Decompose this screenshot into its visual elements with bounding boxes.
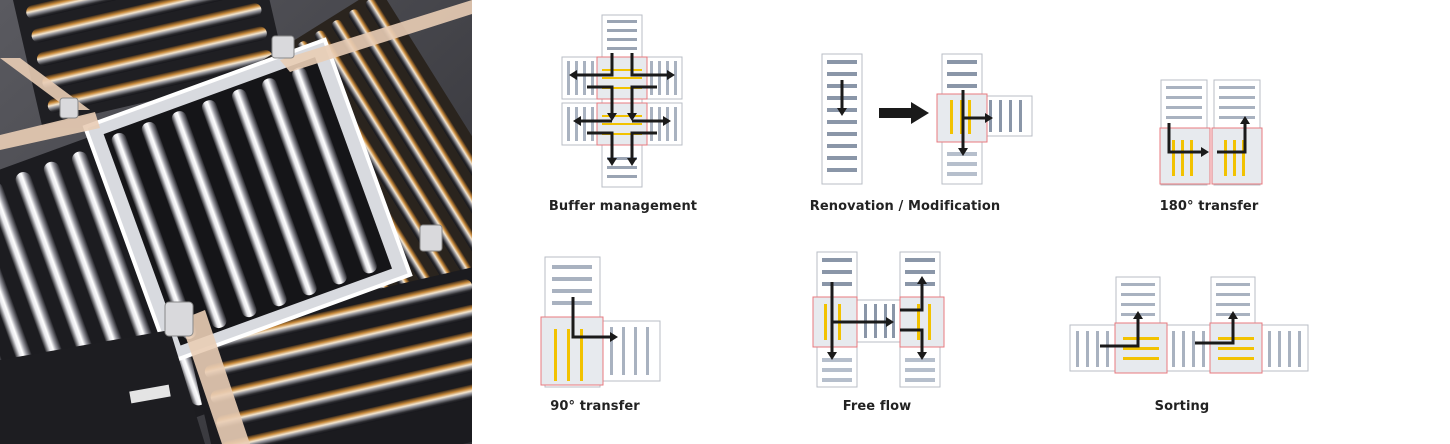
buffer-management-illustration [561,14,683,188]
renovation-modification-illustration [821,53,1033,185]
diagram-free-flow [812,250,947,390]
conveyor-photo [0,0,472,444]
sorting-illustration [1069,276,1309,374]
label-plate [129,384,171,404]
transfer-180-illustration [1159,79,1263,186]
application-diagrams-panel: Buffer management Renovation / Modif [472,0,1450,444]
transfer-90-illustration [540,256,661,388]
diagram-sorting [1068,275,1310,375]
diagram-buffer-management [557,14,687,188]
caption-transfer-90: 90° transfer [550,399,640,414]
free-flow-illustration [812,251,945,388]
conveyor-photo-illustration [0,0,472,444]
caption-free-flow: Free flow [842,399,912,414]
caption-sorting: Sorting [1154,399,1210,414]
caption-transfer-180: 180° transfer [1159,199,1259,214]
caption-renovation-modification: Renovation / Modification [809,199,1001,214]
diagram-transfer-180 [1159,78,1269,188]
diagram-renovation-modification [817,52,1037,187]
diagram-transfer-90 [540,255,665,390]
caption-buffer-management: Buffer management [548,199,698,214]
